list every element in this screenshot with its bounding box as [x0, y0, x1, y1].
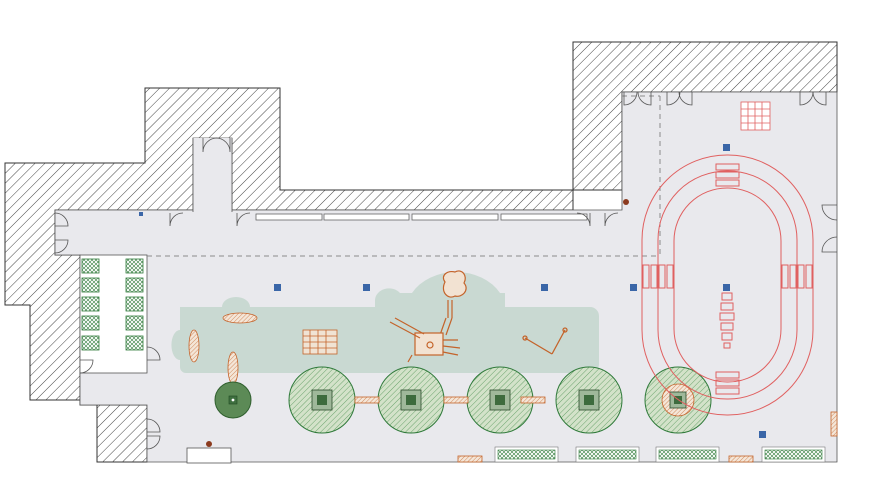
seesaw-icon [522, 327, 568, 355]
door-swing-icon [54, 91, 838, 450]
play-structure-icon [389, 270, 467, 363]
bench-icon [302, 329, 338, 355]
planter-boxes [494, 446, 826, 463]
running-track-icon [641, 154, 814, 416]
planter-beds [81, 258, 144, 351]
grid-mat [740, 101, 771, 131]
stepping-pads [188, 312, 258, 385]
tree-icon [214, 381, 252, 419]
corridor-window-strip [255, 213, 588, 221]
tree-icon [288, 366, 356, 434]
dashed-boundary [147, 95, 661, 257]
play-zone [171, 271, 599, 373]
log-bench [354, 396, 838, 463]
tree-icon [555, 366, 623, 434]
tree-icon [466, 366, 534, 434]
column-marker-icon [139, 144, 766, 438]
post-marker [206, 199, 629, 447]
tree-icon [377, 366, 445, 434]
